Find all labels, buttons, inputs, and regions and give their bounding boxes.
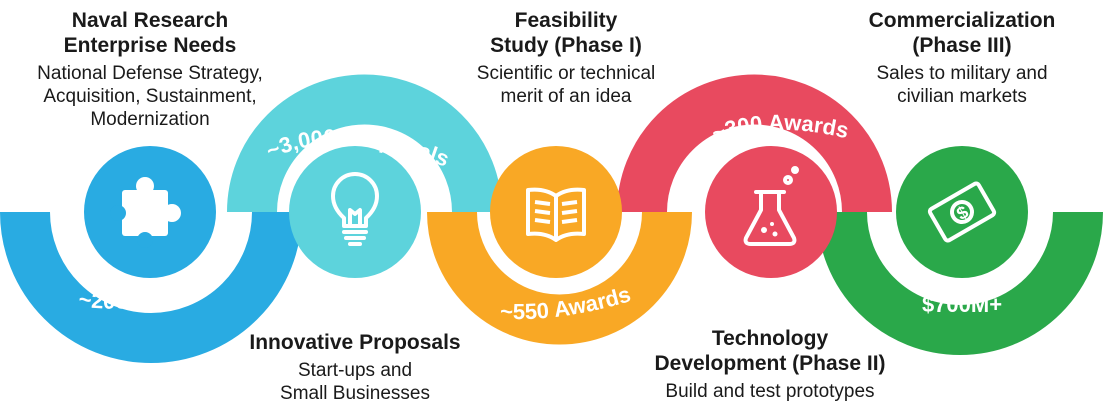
- puzzle-piece-icon: [110, 177, 181, 248]
- stage-needs: Naval Research Enterprise Needs National…: [0, 8, 300, 131]
- stage-phase2-description: Build and test prototypes: [665, 381, 875, 402]
- band-green: [817, 211, 1103, 355]
- stage-phase1-title: Feasibility Study (Phase I): [490, 9, 642, 57]
- stage-phase3: Commercialization (Phase III) Sales to m…: [826, 8, 1098, 108]
- stage-proposals: Innovative Proposals Start-ups and Small…: [205, 330, 505, 405]
- band-orange: [427, 211, 692, 345]
- open-book-icon: [526, 187, 586, 242]
- stage-phase1: Feasibility Study (Phase I) Scientific o…: [416, 8, 716, 108]
- stage-proposals-description: Start-ups and Small Businesses: [280, 360, 430, 404]
- lightbulb-icon: [331, 172, 379, 246]
- stage-phase3-description: Sales to military and civilian markets: [876, 63, 1048, 107]
- stage-phase2-title: Technology Development (Phase II): [654, 327, 886, 375]
- stage-proposals-title: Innovative Proposals: [249, 331, 461, 354]
- band-teal: [227, 74, 502, 213]
- stage-needs-title: Naval Research Enterprise Needs: [63, 9, 237, 57]
- arc-label-commercial-value: $700M+: [922, 292, 1002, 317]
- stage-needs-description: National Defense Strategy, Acquisition, …: [37, 63, 263, 130]
- band-red: [617, 74, 892, 213]
- stage-phase1-description: Scientific or technical merit of an idea: [476, 63, 656, 107]
- stage-phase3-title: Commercialization (Phase III): [868, 9, 1056, 57]
- circle-green: [896, 146, 1028, 278]
- stage-phase2: Technology Development (Phase II) Build …: [620, 326, 920, 403]
- circle-red: [705, 146, 837, 278]
- flask-icon: [743, 166, 799, 246]
- band-blue: [0, 211, 302, 363]
